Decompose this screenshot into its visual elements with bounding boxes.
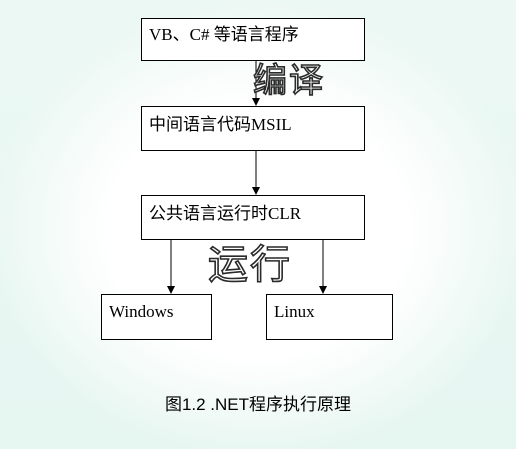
node-msil: 中间语言代码MSIL xyxy=(141,106,365,151)
node-clr-label: 公共语言运行时CLR xyxy=(149,204,302,223)
node-clr: 公共语言运行时CLR xyxy=(141,195,365,240)
compile-step-label: 编译 xyxy=(252,60,325,102)
node-linux-label: Linux xyxy=(274,302,315,321)
node-source-label: VB、C# 等语言程序 xyxy=(149,25,299,44)
node-windows: Windows xyxy=(101,294,212,340)
figure-caption: 图1.2 .NET程序执行原理 xyxy=(164,395,352,414)
node-windows-label: Windows xyxy=(109,302,174,321)
node-linux: Linux xyxy=(266,294,393,340)
node-source-languages: VB、C# 等语言程序 xyxy=(141,18,365,61)
run-step-label: 运行 xyxy=(207,241,292,289)
node-msil-label: 中间语言代码MSIL xyxy=(149,115,292,134)
